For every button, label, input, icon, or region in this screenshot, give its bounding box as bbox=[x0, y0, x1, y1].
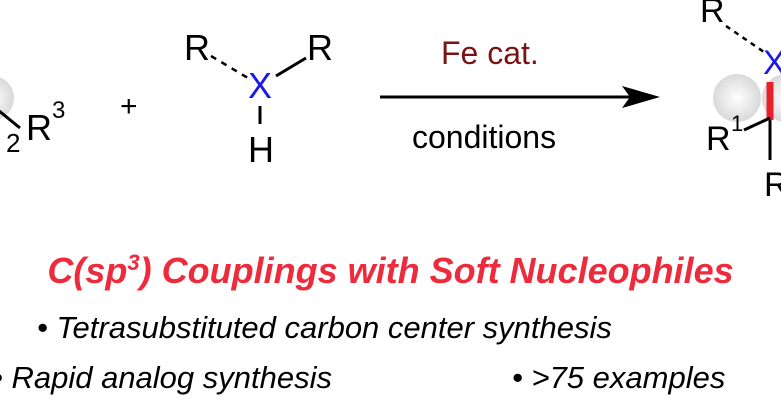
headline: C(sp3) Couplings with Soft Nucleophiles bbox=[0, 250, 781, 292]
substrate-subscript: 2 bbox=[6, 128, 20, 158]
product-r1: R bbox=[706, 120, 731, 158]
bullet-examples: • >75 examples bbox=[512, 360, 726, 395]
bullet-tetrasubstituted: • Tetrasubstituted carbon center synthes… bbox=[37, 310, 612, 345]
reaction-arrowhead bbox=[622, 86, 660, 108]
headline-text-start: C(sp bbox=[47, 250, 128, 291]
product-circle-left bbox=[713, 74, 761, 122]
bullet-rapid-analog: • Rapid analog synthesis bbox=[0, 360, 333, 395]
product-dashed-bond bbox=[725, 24, 765, 54]
plus-sign: + bbox=[120, 90, 138, 123]
arrow-conditions-label: conditions bbox=[412, 119, 556, 155]
nucleophile-r-left: R bbox=[184, 27, 210, 68]
substrate-r3: R bbox=[26, 107, 52, 148]
product-r1-superscript: 1 bbox=[731, 111, 743, 136]
product-bond-r1 bbox=[743, 116, 771, 132]
substrate-r3-superscript: 3 bbox=[52, 97, 65, 124]
headline-text-end: ) Couplings with Soft Nucleophiles bbox=[139, 250, 734, 291]
substrate-bond bbox=[0, 109, 21, 130]
substrate-circle bbox=[0, 77, 14, 119]
nucleophile-r-right: R bbox=[307, 27, 333, 68]
nucleophile-hydrogen: H bbox=[248, 129, 274, 170]
nucleophile-dashed-bond bbox=[210, 54, 249, 80]
product-r-top: R bbox=[700, 0, 725, 30]
headline-superscript: 3 bbox=[127, 250, 140, 275]
nucleophile-bond-right bbox=[275, 56, 307, 78]
arrow-catalyst-label: Fe cat. bbox=[441, 35, 539, 71]
product-heteroatom: X bbox=[763, 44, 781, 82]
nucleophile-heteroatom: X bbox=[248, 65, 272, 106]
product-r-bottom: R bbox=[764, 166, 781, 204]
reaction-scheme: 2 R 3 + R X R H Fe cat. conditions R X R… bbox=[0, 0, 781, 204]
